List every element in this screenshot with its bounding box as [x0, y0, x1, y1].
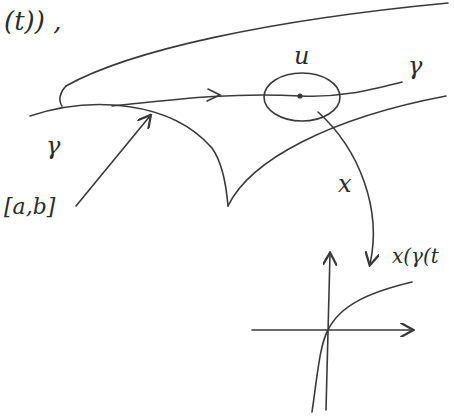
- map-label: x: [338, 172, 352, 196]
- surface-left-fold: [30, 105, 228, 206]
- curve-gamma: [112, 82, 402, 106]
- image-label: x(γ(t: [392, 246, 439, 266]
- formula-fragment: (t)) ,: [4, 8, 61, 34]
- curve-label: γ: [46, 134, 60, 158]
- neighbourhood-u: [264, 73, 340, 121]
- chart-map-arrow: [318, 112, 373, 264]
- horizontal-axis: [252, 329, 412, 331]
- point-on-curve: [298, 94, 302, 98]
- surface-bottom-edge: [228, 96, 446, 206]
- set-label: u: [294, 44, 309, 68]
- curve-direction-arrow: [207, 89, 220, 101]
- interval-label: [a,b]: [4, 196, 55, 218]
- gamma-map-arrow: [76, 116, 150, 206]
- curve-label: γ: [408, 54, 422, 78]
- surface-left-edge: [60, 86, 66, 106]
- surface-top-edge: [66, 3, 448, 86]
- image-curve: [312, 282, 412, 412]
